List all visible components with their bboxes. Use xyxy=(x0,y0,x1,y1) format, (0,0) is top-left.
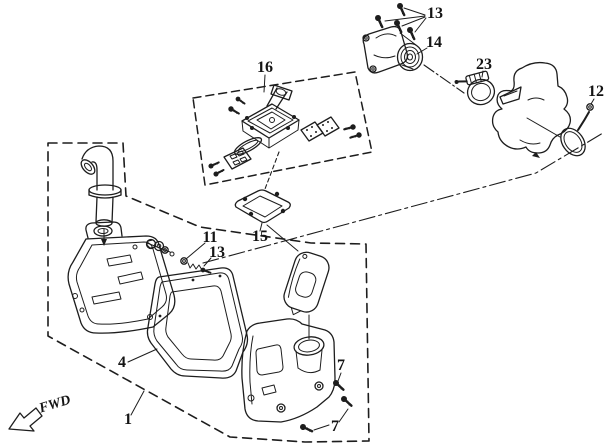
reed-valve-box-outline xyxy=(192,71,373,186)
callout-7-upper: 7 xyxy=(337,357,345,374)
callout-13-spring: 13 xyxy=(209,244,225,261)
air-cleaner-joint-duct xyxy=(283,251,330,316)
filter-element xyxy=(146,267,249,379)
fwd-indicator: FWD xyxy=(8,393,73,432)
callout-4: 4 xyxy=(118,354,126,371)
manifold-bolt xyxy=(372,12,387,30)
spring-13 xyxy=(187,262,203,271)
callout-13-manifold: 13 xyxy=(427,5,443,22)
air-cleaner-case-outer xyxy=(241,318,336,423)
engine-inlet-flag xyxy=(499,86,522,105)
callout-11: 11 xyxy=(202,229,217,246)
connector-line xyxy=(266,224,299,252)
fwd-arrow-icon xyxy=(8,407,43,432)
callout-12: 12 xyxy=(588,83,604,100)
callouts: 16 13 14 23 12 15 11 13 4 1 7 7 xyxy=(118,5,604,435)
reed-valve-assembly xyxy=(206,84,364,179)
hose-clamp xyxy=(454,70,496,106)
intake-manifold xyxy=(362,0,424,74)
callout-16: 16 xyxy=(257,59,273,76)
reed-gasket xyxy=(234,189,291,224)
spring-washer-11 xyxy=(180,257,188,265)
intake-snorkel xyxy=(80,145,122,246)
manifold-bolt xyxy=(394,0,409,18)
assembly-centerline xyxy=(202,64,604,264)
callout-15: 15 xyxy=(252,228,268,245)
fwd-label: FWD xyxy=(37,393,73,417)
case-fastener-set xyxy=(145,238,213,276)
seal-ring xyxy=(560,103,594,157)
engine-body xyxy=(491,61,572,158)
callout-1: 1 xyxy=(124,411,132,428)
callout-7-lower: 7 xyxy=(331,418,339,435)
assembly-enclosure-outline xyxy=(47,142,370,443)
callout-14: 14 xyxy=(426,34,442,51)
callout-23: 23 xyxy=(476,56,492,73)
